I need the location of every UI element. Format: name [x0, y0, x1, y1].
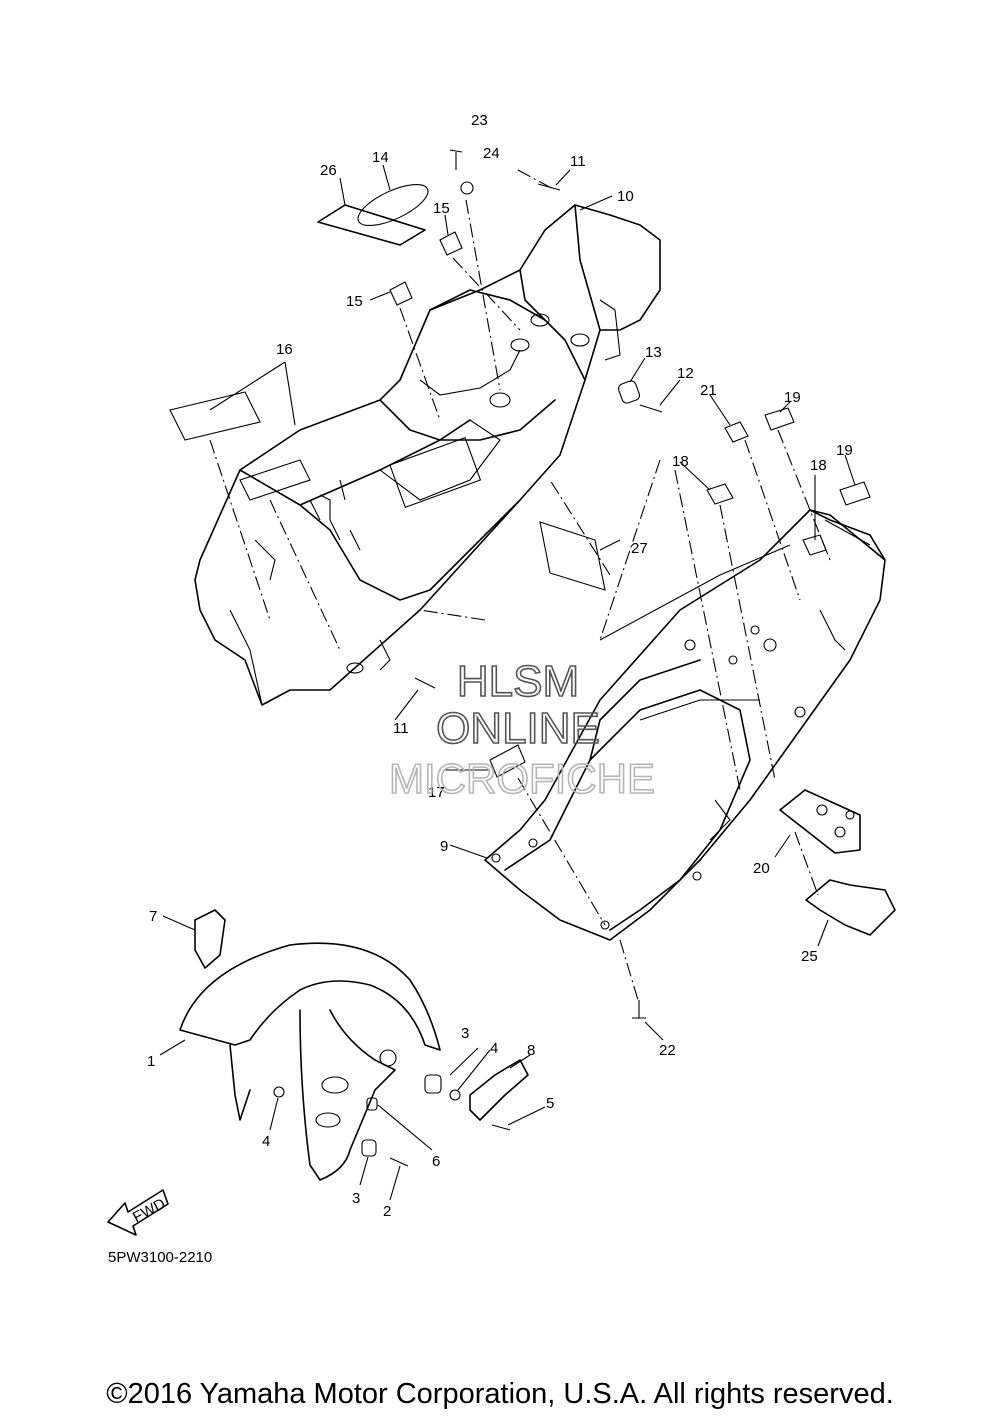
copyright-notice: ©2016 Yamaha Motor Corporation, U.S.A. A…: [106, 1378, 894, 1410]
callout-12: 12: [677, 365, 694, 382]
callout-25: 25: [801, 948, 818, 965]
small-parts-drawing: [169, 149, 896, 1019]
callout-13: 13: [645, 344, 662, 361]
fwd-arrow-label: FWD: [130, 1195, 168, 1226]
rear-fender-cover-drawing: [484, 509, 886, 941]
callout-10: 10: [617, 188, 634, 205]
callout-18a: 18: [672, 453, 689, 470]
callout-19a: 19: [784, 389, 801, 406]
callout-3b: 3: [352, 1190, 360, 1207]
callout-6: 6: [432, 1153, 440, 1170]
rear-fender-tray-drawing: [194, 204, 661, 706]
callout-labels: 1 2 3 3 4 4 5 6 7 8 9 10 11 11 12 13 14 …: [147, 112, 853, 1220]
front-fender-drawing: [179, 909, 529, 1181]
callout-19b: 19: [836, 442, 853, 459]
callout-1: 1: [147, 1053, 155, 1070]
callout-7: 7: [149, 908, 157, 925]
callout-11b: 11: [393, 720, 409, 737]
callout-5: 5: [546, 1095, 554, 1112]
fwd-arrow-icon: FWD: [107, 1189, 169, 1236]
callout-4b: 4: [262, 1133, 270, 1150]
callout-15b: 15: [346, 293, 363, 310]
watermark-line-1: HLSM: [457, 657, 579, 706]
callout-16: 16: [276, 341, 293, 358]
callout-18b: 18: [810, 457, 827, 474]
watermark-line-3: MICROFICHE: [389, 755, 655, 802]
callout-17: 17: [428, 784, 445, 801]
callout-3a: 3: [461, 1025, 469, 1042]
callout-2: 2: [383, 1203, 391, 1220]
callout-14: 14: [372, 149, 389, 166]
diagram-code: 5PW3100-2210: [108, 1249, 212, 1266]
callout-26: 26: [320, 162, 337, 179]
watermark-line-2: ONLINE: [436, 704, 600, 753]
callout-15a: 15: [433, 200, 450, 217]
callout-22: 22: [659, 1042, 676, 1059]
watermark: HLSM ONLINE MICROFICHE: [388, 656, 656, 803]
callout-24: 24: [483, 145, 500, 162]
callout-4a: 4: [490, 1040, 498, 1057]
assembly-lines: [209, 169, 831, 1001]
callout-8: 8: [527, 1042, 535, 1059]
callout-20: 20: [753, 860, 770, 877]
callout-11a: 11: [570, 153, 586, 170]
callout-leaders: [159, 164, 856, 1201]
callout-23: 23: [471, 112, 488, 129]
callout-21: 21: [700, 382, 717, 399]
callout-27: 27: [631, 540, 648, 557]
callout-9: 9: [440, 838, 448, 855]
